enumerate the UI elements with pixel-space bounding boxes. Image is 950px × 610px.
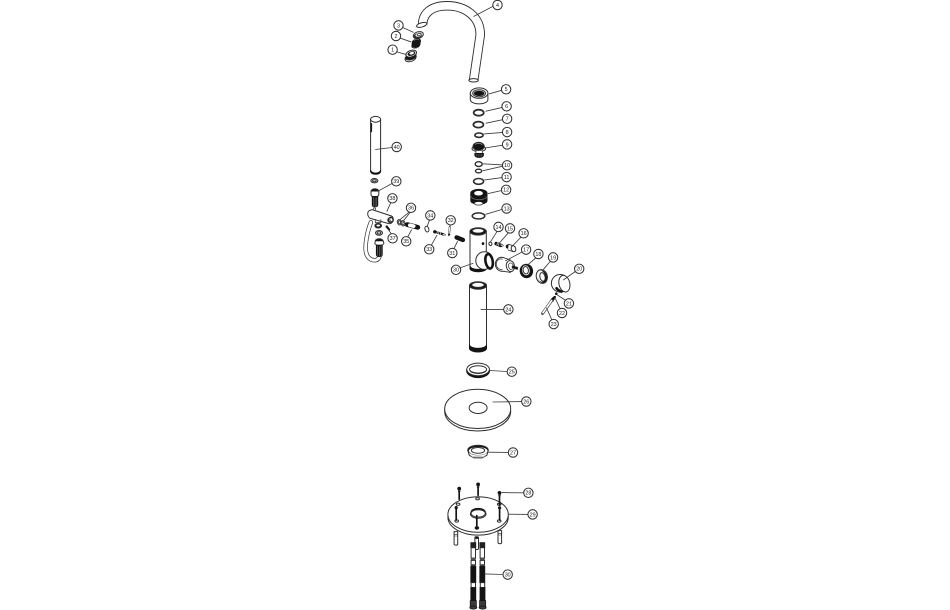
svg-text:20: 20 xyxy=(576,267,582,273)
svg-text:14: 14 xyxy=(496,225,502,231)
svg-text:40: 40 xyxy=(394,145,400,151)
svg-text:7: 7 xyxy=(506,117,509,123)
svg-text:39: 39 xyxy=(393,179,399,185)
svg-text:15: 15 xyxy=(507,226,513,232)
svg-text:36: 36 xyxy=(408,206,414,212)
svg-text:34: 34 xyxy=(427,213,433,219)
svg-text:17: 17 xyxy=(523,248,529,254)
svg-text:5: 5 xyxy=(505,87,508,93)
svg-text:8: 8 xyxy=(506,130,509,136)
svg-text:6: 6 xyxy=(505,104,508,110)
svg-text:22: 22 xyxy=(559,311,565,317)
svg-text:33: 33 xyxy=(426,247,432,253)
svg-text:19: 19 xyxy=(550,255,556,261)
svg-text:29: 29 xyxy=(530,512,536,518)
svg-text:12: 12 xyxy=(503,188,509,194)
svg-text:37: 37 xyxy=(390,236,396,242)
svg-text:28: 28 xyxy=(525,491,531,497)
svg-text:32: 32 xyxy=(448,218,454,224)
svg-text:4: 4 xyxy=(496,3,499,9)
svg-text:1: 1 xyxy=(391,48,394,54)
svg-text:21: 21 xyxy=(566,301,572,307)
svg-text:2: 2 xyxy=(395,34,398,40)
svg-text:18: 18 xyxy=(535,252,541,258)
svg-text:9: 9 xyxy=(506,142,509,148)
svg-text:35: 35 xyxy=(403,239,409,245)
svg-text:25: 25 xyxy=(509,370,515,376)
svg-text:30: 30 xyxy=(505,573,511,579)
svg-text:38: 38 xyxy=(389,196,395,202)
svg-text:30: 30 xyxy=(453,268,459,274)
svg-text:13: 13 xyxy=(504,206,510,212)
svg-text:3: 3 xyxy=(397,23,400,29)
svg-text:16: 16 xyxy=(521,231,527,237)
svg-text:26: 26 xyxy=(523,399,529,405)
svg-text:27: 27 xyxy=(510,450,516,456)
svg-text:10: 10 xyxy=(504,163,510,169)
svg-text:11: 11 xyxy=(504,175,510,181)
svg-text:31: 31 xyxy=(449,251,455,257)
svg-text:23: 23 xyxy=(551,322,557,328)
svg-text:24: 24 xyxy=(505,307,511,313)
